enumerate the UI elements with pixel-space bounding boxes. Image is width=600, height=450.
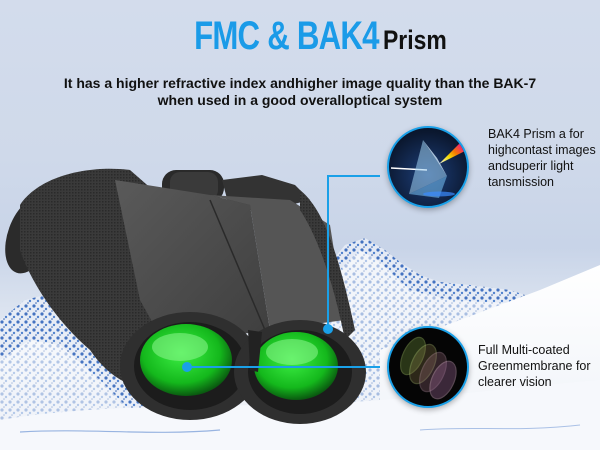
callout-lens-line-2: Greenmembrane for <box>478 359 591 373</box>
callout-prism-text: BAK4 Prism a for highcontast images ands… <box>488 126 596 190</box>
subtitle-line-2: when used in a good overalloptical syste… <box>157 92 443 108</box>
subtitle: It has a higher refractive index andhigh… <box>0 75 600 109</box>
callout-prism-line-2: highcontast images <box>488 143 596 157</box>
callout-1-leader-vertical <box>327 175 329 327</box>
callout-prism-line-4: tansmission <box>488 175 554 189</box>
callout-1-anchor-dot <box>323 324 333 334</box>
coated-lens-icon <box>387 326 469 408</box>
callout-lens-line-1: Full Multi-coated <box>478 343 570 357</box>
title-rest: Prism <box>383 25 447 55</box>
callout-2-leader-horizontal <box>187 366 380 368</box>
callout-lens-text: Full Multi-coated Greenmembrane for clea… <box>478 342 591 390</box>
callout-prism-line-1: BAK4 Prism a for <box>488 127 584 141</box>
page-title: FMC & BAK4 Prism <box>0 14 600 59</box>
callout-2-anchor-dot <box>182 362 192 372</box>
callout-prism-line-3: andsuperir light <box>488 159 574 173</box>
prism-icon <box>387 126 469 208</box>
title-highlight: FMC & BAK4 <box>193 14 379 58</box>
callout-lens-line-3: clearer vision <box>478 375 552 389</box>
subtitle-line-1: It has a higher refractive index andhigh… <box>63 75 537 91</box>
callout-1-leader-horizontal <box>327 175 380 177</box>
